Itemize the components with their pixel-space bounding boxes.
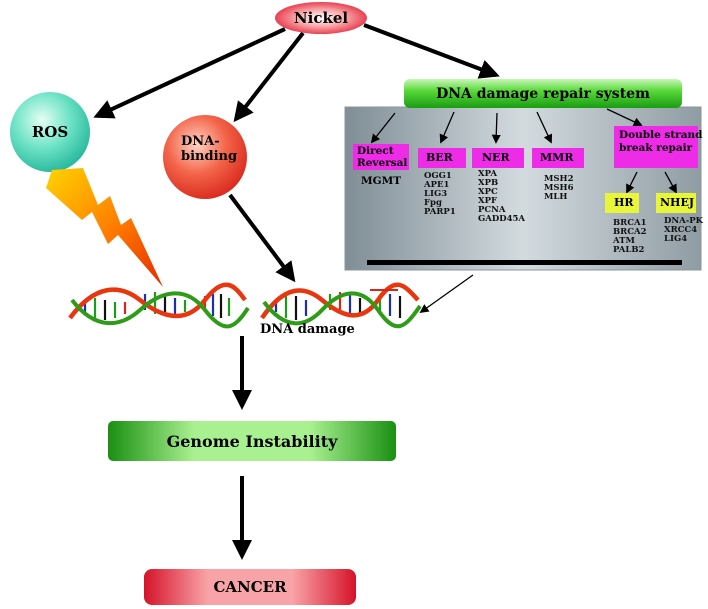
cancer-text: CANCER [213, 578, 287, 596]
genome-instability-label: Genome Instability [108, 421, 396, 461]
ber-box: BER [418, 148, 466, 168]
repair-system-label: DNA damage repair system [404, 79, 682, 108]
repair-header-box [404, 79, 682, 108]
dna-binding-line1: DNA- [181, 134, 220, 149]
repair-panel-bar [367, 260, 682, 265]
repair-branch-arrows [370, 108, 677, 194]
dsb-line1: Double strand [619, 129, 703, 141]
mmr-gene-list: MSH2 MSH6 MLH [544, 175, 574, 202]
nickel-arrows [93, 23, 500, 560]
nickel-node [275, 2, 367, 34]
ner-gene-list: XPA XPB XPC XPF PCNA GADD45A [478, 170, 525, 224]
direct-reversal-line1: Direct [357, 145, 394, 157]
genome-instability-text: Genome Instability [166, 431, 338, 451]
gene-brca1: BRCA1 [613, 218, 647, 228]
ros-node [10, 92, 90, 172]
gene-fpg: Fpg [424, 198, 442, 208]
gene-brca2: BRCA2 [613, 227, 647, 237]
gene-ape1: APE1 [424, 180, 450, 190]
direct-reversal-box: Direct Reversal [353, 144, 409, 170]
lightning-bolt-icon [46, 168, 163, 287]
nickel-label: Nickel [275, 6, 367, 30]
gene-mlh: MLH [544, 192, 568, 202]
gene-mgmt: MGMT [361, 175, 402, 187]
hr-gene-list: BRCA1 BRCA2 ATM PALB2 [613, 219, 647, 255]
arrow-to-dna-binding [233, 31, 305, 123]
gene-dna-pk: DNA-PK [664, 216, 704, 226]
ner-box: NER [472, 148, 524, 168]
nickel-text: Nickel [293, 9, 349, 27]
gene-ogg1: OGG1 [424, 171, 452, 181]
gene-lig3: LIG3 [424, 189, 448, 199]
mmr-box: MMR [532, 148, 584, 168]
gene-pcna: PCNA [478, 205, 506, 215]
hr-label: HR [614, 196, 634, 209]
mmr-label: MMR [540, 151, 574, 164]
nhej-box: NHEJ [656, 193, 696, 213]
genome-instability-box [108, 421, 396, 461]
gene-palb2: PALB2 [613, 245, 645, 255]
arrow-to-repair [363, 23, 500, 79]
nhej-gene-list: DNA-PK XRCC4 LIG4 [664, 217, 703, 244]
dsb-line2: break repair [619, 142, 693, 154]
arrow-to-ros [93, 27, 286, 119]
dna-binding-node [163, 115, 247, 199]
gene-xrcc4: XRCC4 [664, 225, 698, 235]
dna-helix-icon [68, 282, 422, 329]
arrow-repair-to-damage [419, 274, 474, 314]
dna-binding-line2: binding [181, 149, 238, 164]
gene-parp1: PARP1 [424, 207, 456, 217]
gene-xpc: XPC [478, 187, 498, 197]
gene-gadd45a: GADD45A [478, 214, 526, 224]
repair-system-title: DNA damage repair system [436, 85, 650, 102]
dsb-repair-box: Double strand break repair [614, 126, 702, 168]
gene-xpb: XPB [478, 178, 499, 188]
gene-xpa: XPA [478, 169, 497, 179]
ber-gene-list: OGG1 APE1 LIG3 Fpg PARP1 [424, 172, 456, 217]
nhej-label: NHEJ [660, 196, 695, 209]
gene-lig4: LIG4 [664, 234, 688, 244]
direct-reversal-line2: Reversal [357, 157, 408, 169]
cancer-label: CANCER [144, 569, 356, 605]
gene-msh2: MSH2 [544, 174, 574, 184]
gene-xpf: XPF [478, 196, 498, 206]
gene-atm: ATM [613, 236, 635, 246]
ber-label: BER [426, 151, 453, 164]
hr-box: HR [605, 193, 639, 213]
dna-damage-label: DNA damage [260, 322, 355, 337]
gene-msh6: MSH6 [544, 183, 574, 193]
dna-binding-label: DNA- binding [181, 134, 237, 164]
cancer-box [144, 569, 356, 605]
ros-label: ROS [10, 120, 90, 144]
arrow-binding-to-damage [228, 193, 296, 283]
ros-text: ROS [31, 123, 69, 141]
ner-label: NER [482, 151, 510, 164]
